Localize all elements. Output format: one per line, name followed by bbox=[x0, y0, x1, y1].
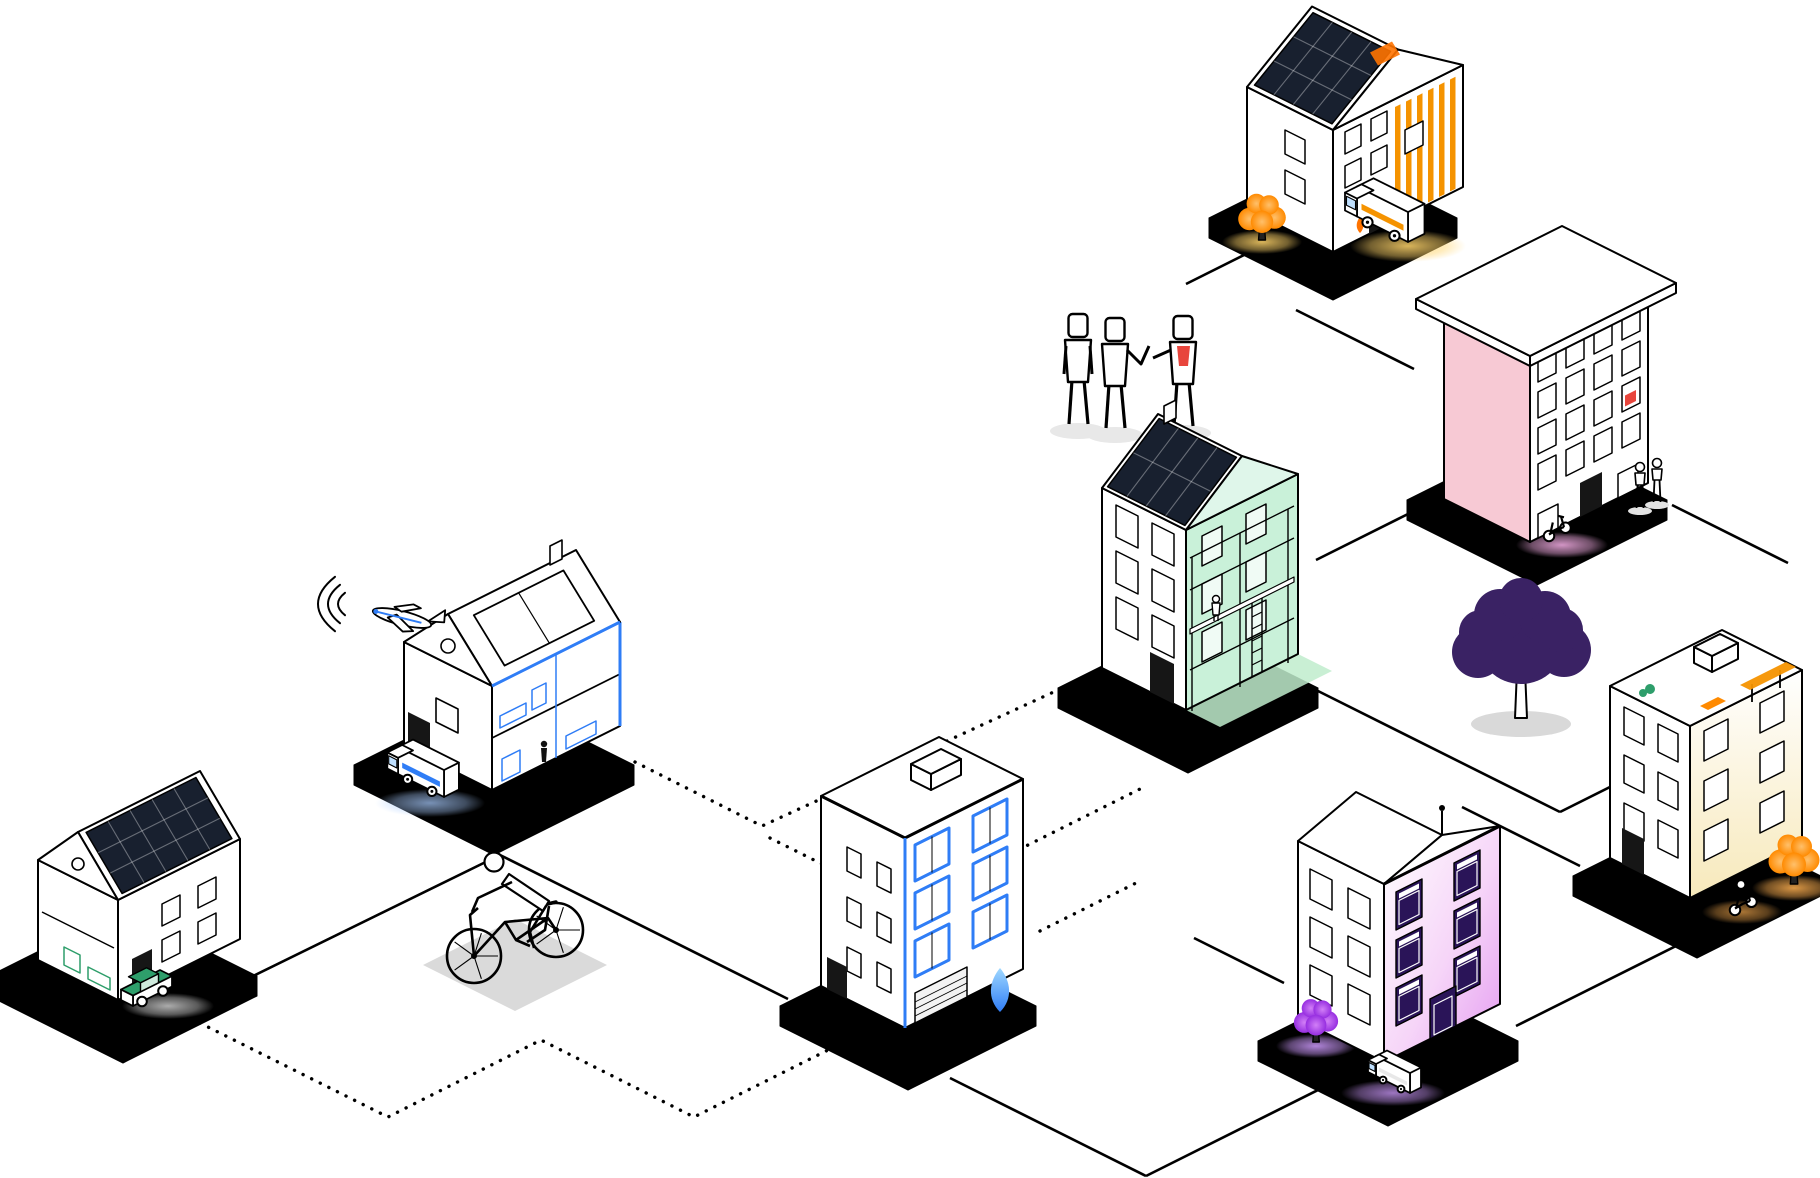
scooter-rider bbox=[1728, 879, 1758, 917]
scooter bbox=[1542, 514, 1572, 543]
purple-tree bbox=[1452, 578, 1591, 737]
skylight bbox=[472, 569, 596, 667]
white-van bbox=[1367, 1049, 1422, 1094]
rooftop-terrace-building bbox=[1572, 629, 1820, 959]
airplane bbox=[317, 575, 447, 633]
orange-tree bbox=[1238, 193, 1286, 241]
cyclist bbox=[423, 851, 607, 1011]
delivery-truck bbox=[386, 738, 460, 798]
people-meeting bbox=[1050, 312, 1211, 443]
scaffolding bbox=[1189, 505, 1295, 711]
house-attic-renovation bbox=[1208, 5, 1466, 301]
green-renovation-building bbox=[1057, 399, 1332, 774]
cutaway-interior bbox=[41, 911, 115, 991]
bicycle bbox=[445, 900, 585, 985]
pink-apartment-building bbox=[1406, 225, 1677, 586]
cutaway-interior bbox=[491, 654, 621, 782]
pedestrians bbox=[1628, 457, 1669, 515]
green-car bbox=[120, 967, 173, 1008]
signal-waves-icon bbox=[317, 575, 346, 633]
purple-tree-small bbox=[1293, 999, 1339, 1043]
blue-flame-marker bbox=[984, 968, 1016, 1022]
ornate-purple-building bbox=[1257, 791, 1519, 1127]
person-figure bbox=[1087, 316, 1151, 443]
solar-panels bbox=[1106, 417, 1238, 527]
rider bbox=[470, 851, 551, 949]
rooftop-terrace bbox=[1639, 633, 1796, 710]
blue-framed-windows bbox=[913, 797, 1009, 979]
solar-home bbox=[0, 770, 258, 1064]
delivery-truck bbox=[1344, 177, 1426, 243]
solar-panels bbox=[85, 776, 233, 895]
modern-blue-building bbox=[779, 736, 1037, 1091]
ornate-windows bbox=[1395, 849, 1481, 1040]
smart-home bbox=[317, 539, 635, 856]
orange-tree bbox=[1768, 834, 1820, 885]
solar-panels bbox=[1253, 11, 1392, 125]
person-figure bbox=[1050, 312, 1106, 439]
flat-roof-slab bbox=[1415, 225, 1677, 367]
